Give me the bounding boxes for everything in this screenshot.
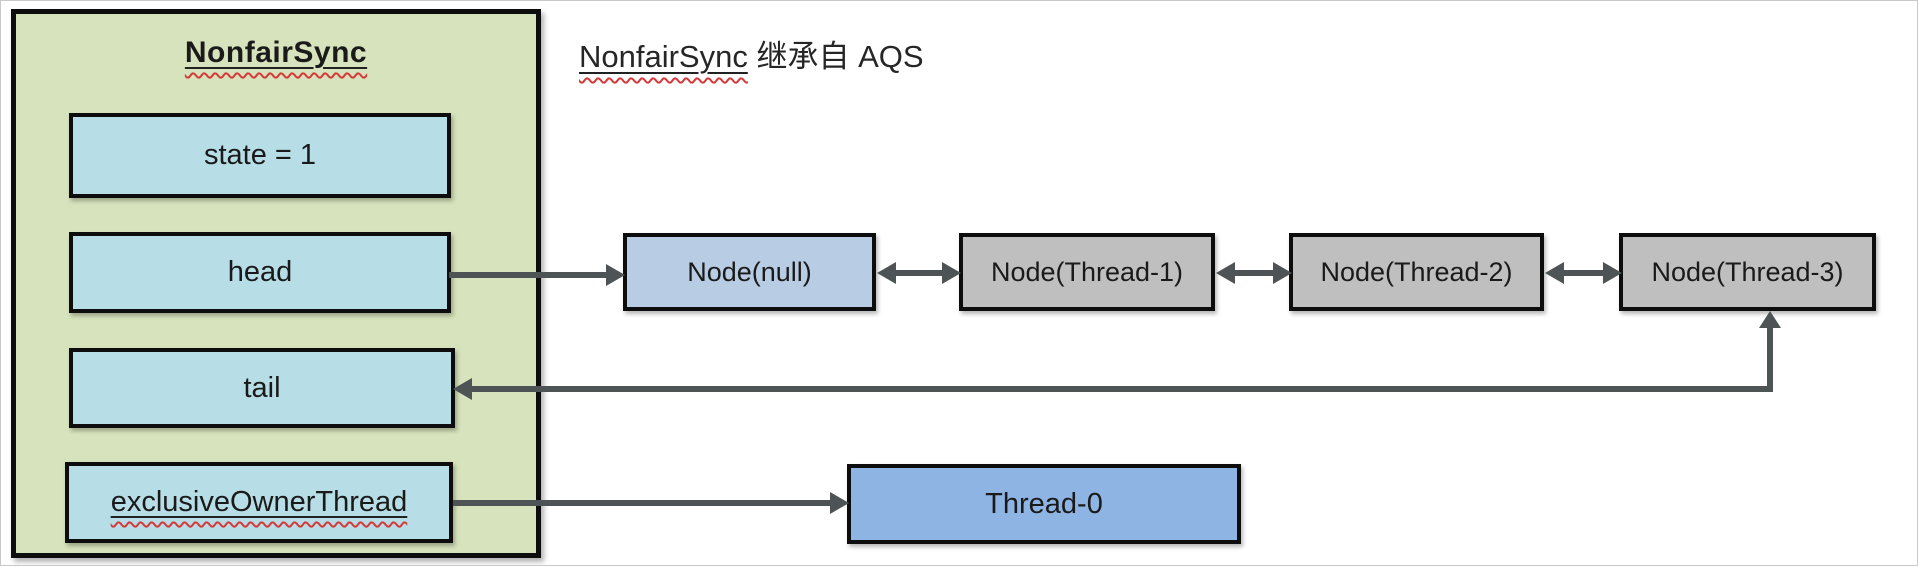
attr-box-tail: tail [69, 348, 455, 428]
caption-nonfairsync-extends-aqs: NonfairSync 继承自 AQS [579, 31, 924, 76]
arrow-shaft [449, 272, 606, 278]
arrow-shaft [1564, 270, 1603, 276]
arrow-tail-vertical-shaft [1767, 328, 1773, 392]
arrowhead-right-icon [1603, 262, 1622, 284]
arrowhead-right-icon [942, 262, 961, 284]
arrowhead-left-icon [877, 262, 896, 284]
attr-box-exclusive-owner-thread: exclusiveOwnerThread [65, 462, 453, 543]
arrow-shaft [472, 386, 1773, 392]
attr-label-tail: tail [243, 371, 281, 404]
caption-highlight: NonfairSync [579, 39, 748, 74]
node-label-thread-3: Node(Thread-3) [1651, 256, 1844, 287]
arrow-node-thread-3-to-tail [453, 378, 1773, 400]
arrow-node-null-thread-1 [877, 262, 961, 284]
arrow-head-to-node-null [449, 264, 625, 286]
node-label-null: Node(null) [687, 256, 812, 287]
arrowhead-left-icon [1216, 262, 1235, 284]
node-label-thread-1: Node(Thread-1) [990, 256, 1184, 287]
arrow-node-thread-1-thread-2 [1216, 262, 1292, 284]
arrowhead-right-icon [830, 492, 849, 514]
node-box-thread-3: Node(Thread-3) [1619, 233, 1876, 311]
arrowhead-right-icon [1273, 262, 1292, 284]
node-box-thread-2: Node(Thread-2) [1289, 233, 1544, 311]
arrow-shaft [896, 270, 942, 276]
arrowhead-left-icon [1545, 262, 1564, 284]
arrowhead-left-icon [453, 378, 472, 400]
arrow-exclusive-owner-to-thread-0 [453, 492, 849, 514]
attr-label-state: state = 1 [203, 139, 317, 171]
caption-rest: 继承自 AQS [747, 39, 924, 74]
attr-box-state: state = 1 [69, 113, 451, 198]
nonfairsync-title-text: NonfairSync [184, 36, 368, 69]
thread-0-box: Thread-0 [847, 464, 1241, 544]
attr-label-exclusive-owner-thread: exclusiveOwnerThread [110, 486, 408, 518]
arrow-shaft [453, 500, 830, 506]
arrow-node-thread-2-thread-3 [1545, 262, 1622, 284]
attr-box-head: head [69, 232, 451, 313]
arrowhead-right-icon [606, 264, 625, 286]
attr-label-head: head [227, 256, 293, 288]
node-box-thread-1: Node(Thread-1) [959, 233, 1215, 311]
nonfairsync-title: NonfairSync [16, 36, 536, 70]
arrow-shaft [1235, 270, 1273, 276]
arrowhead-up-icon [1759, 311, 1781, 328]
node-label-thread-2: Node(Thread-2) [1320, 256, 1513, 287]
node-box-null: Node(null) [623, 233, 876, 311]
thread-0-label: Thread-0 [985, 487, 1103, 520]
